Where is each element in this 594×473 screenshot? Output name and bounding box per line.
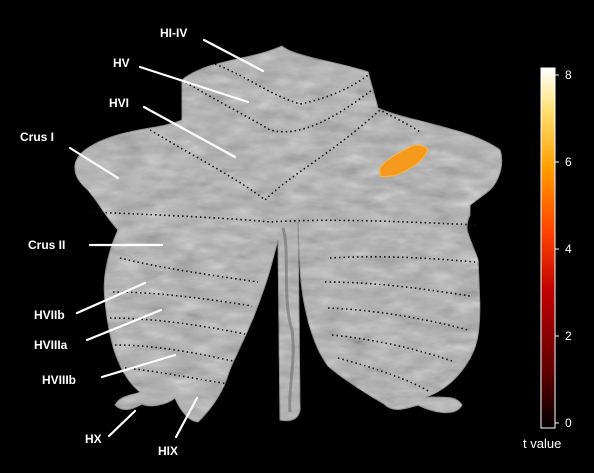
colorbar-tick-label: 6 bbox=[565, 155, 572, 169]
label-crus-i: Crus I bbox=[20, 130, 54, 144]
pointer-hx bbox=[109, 411, 135, 436]
label-hviib: HVIIb bbox=[34, 308, 65, 322]
colorbar-tick-label: 2 bbox=[565, 329, 572, 343]
label-hi-iv: HI-IV bbox=[160, 26, 187, 40]
label-hix: HIX bbox=[158, 444, 178, 458]
colorbar bbox=[541, 68, 559, 428]
label-crus-ii: Crus II bbox=[28, 238, 65, 252]
colorbar-title: t value bbox=[523, 436, 561, 451]
label-hviiib: HVIIIb bbox=[42, 373, 76, 387]
label-hx: HX bbox=[85, 432, 102, 446]
colorbar-tick-label: 4 bbox=[565, 242, 572, 256]
colorbar-tick-label: 0 bbox=[565, 416, 572, 430]
label-hviiia: HVIIIa bbox=[34, 338, 67, 352]
colorbar-gradient bbox=[541, 68, 555, 428]
label-hv: HV bbox=[113, 56, 130, 70]
colorbar-tick-label: 8 bbox=[565, 68, 572, 82]
label-hvi: HVI bbox=[109, 96, 129, 110]
